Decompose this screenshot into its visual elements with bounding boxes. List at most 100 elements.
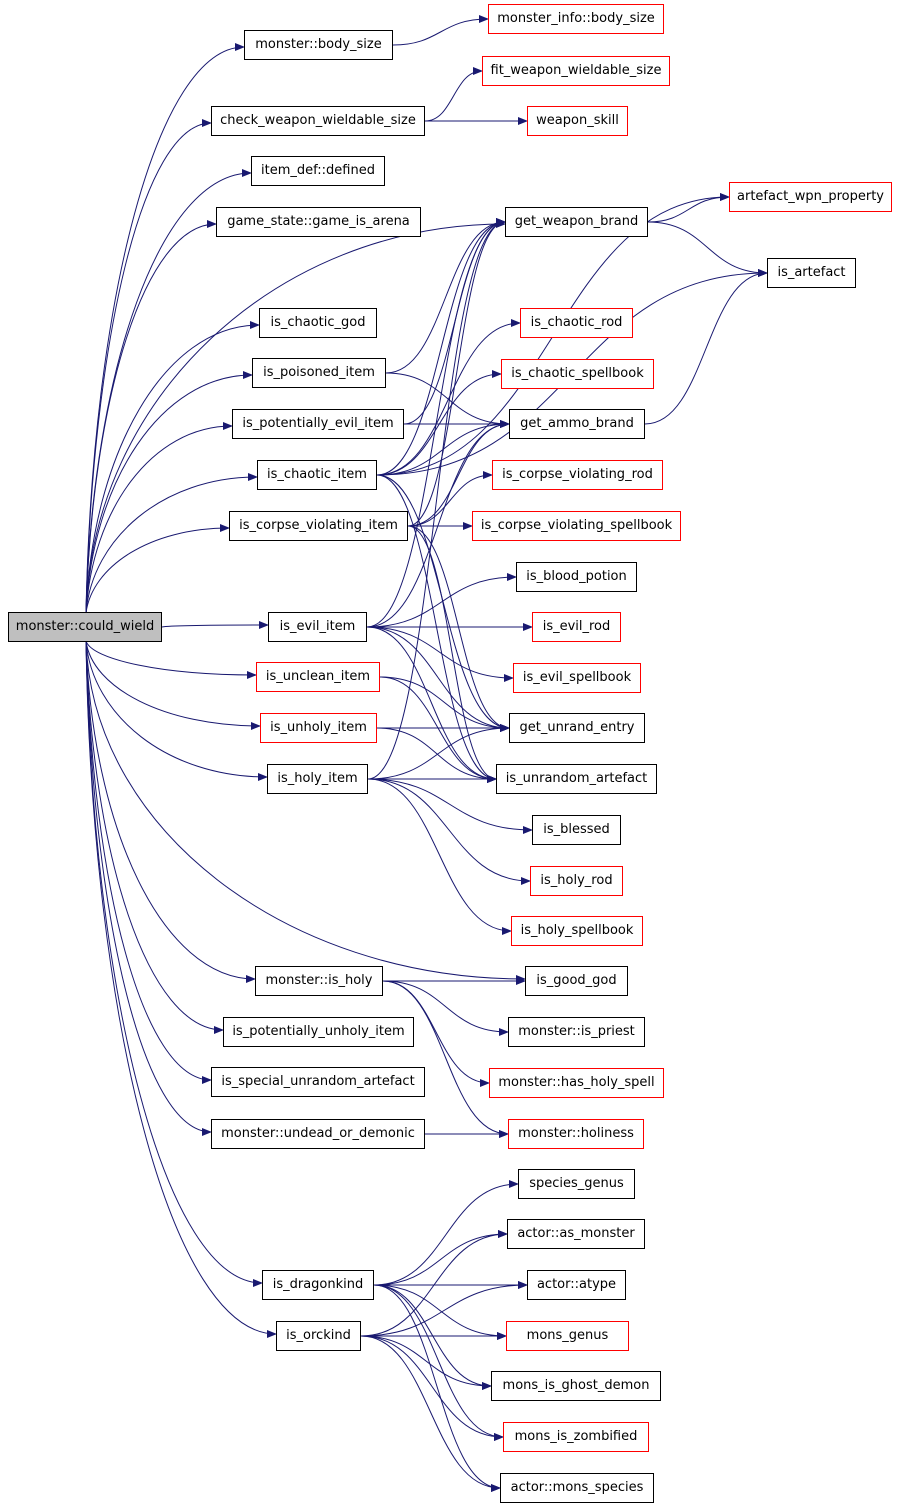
edge-root-to-is-pot-unholy <box>85 640 224 1034</box>
node-is-corpse-violating-rod[interactable]: is_corpse_violating_rod <box>492 460 663 490</box>
node-mons-genus[interactable]: mons_genus <box>506 1321 629 1351</box>
edge-is-evil-item-to-get-unrand-entry <box>366 626 510 732</box>
node-is-potentially-unholy-item[interactable]: is_potentially_unholy_item <box>223 1017 414 1047</box>
node-species-genus[interactable]: species_genus <box>518 1169 635 1199</box>
node-is-holy-spellbook[interactable]: is_holy_spellbook <box>511 916 643 946</box>
edge-is-orckind-to-actor-as-monster <box>360 1230 508 1337</box>
node-is-corpse-violating-spellbook[interactable]: is_corpse_violating_spellbook <box>472 511 681 541</box>
node-monster-has-holy-spell[interactable]: monster::has_holy_spell <box>489 1068 664 1098</box>
edge-root-to-mon-undead-demonic <box>85 640 212 1136</box>
edge-is-poisoned-item-to-get-weapon-brand <box>385 218 506 374</box>
edge-is-holy-item-to-get-weapon-brand <box>367 218 506 780</box>
node-is-chaotic-spellbook[interactable]: is_chaotic_spellbook <box>501 359 654 389</box>
edge-root-to-is-pot-evil <box>85 422 233 614</box>
node-is-chaotic-god[interactable]: is_chaotic_god <box>259 308 377 338</box>
edge-is-orckind-to-mons-ghost-demon <box>360 1335 492 1390</box>
node-weapon-skill[interactable]: weapon_skill <box>527 106 628 136</box>
edge-is-evil-item-to-is-evil-spellbook <box>366 626 514 682</box>
edge-is-holy-item-to-is-holy-spellbook <box>367 778 512 935</box>
node-actor-as-monster[interactable]: actor::as_monster <box>507 1219 645 1249</box>
edge-root-to-is-cv-item <box>85 524 230 614</box>
edge-body-size-to-mi-body-size <box>392 15 489 46</box>
node-is-blood-potion[interactable]: is_blood_potion <box>516 562 637 592</box>
edge-root-to-is-evil-item <box>161 621 269 630</box>
node-is-unholy-item[interactable]: is_unholy_item <box>260 713 377 743</box>
edge-is-poisoned-item-to-get-ammo-brand <box>385 372 510 428</box>
edge-is-dragonkind-to-actor-as-monster <box>373 1230 508 1286</box>
edge-is-dragonkind-to-mons-zombified <box>373 1284 504 1441</box>
node-get-weapon-brand[interactable]: get_weapon_brand <box>505 207 648 237</box>
node-mons-is-ghost-demon[interactable]: mons_is_ghost_demon <box>491 1371 661 1401</box>
node-monster-undead-or-demonic[interactable]: monster::undead_or_demonic <box>211 1119 425 1149</box>
edge-is-orckind-to-mons-zombified <box>360 1335 504 1441</box>
node-is-chaotic-item[interactable]: is_chaotic_item <box>257 460 377 490</box>
edge-is-orckind-to-actor-mons-species <box>360 1335 501 1492</box>
node-is-unrandom-artefact[interactable]: is_unrandom_artefact <box>496 764 657 794</box>
node-is-holy-item[interactable]: is_holy_item <box>267 764 368 794</box>
edge-mon-is-holy-to-mon-is-priest <box>382 980 509 1036</box>
node-is-blessed[interactable]: is_blessed <box>532 815 621 845</box>
edge-is-orckind-to-actor-atype <box>360 1281 528 1337</box>
node-is-potentially-evil-item[interactable]: is_potentially_evil_item <box>232 409 404 439</box>
edge-mon-is-holy-to-mon-holiness <box>382 980 509 1138</box>
node-is-unclean-item[interactable]: is_unclean_item <box>256 662 380 692</box>
edge-root-to-is-unholy-item <box>85 640 261 730</box>
edge-check-wws-to-fit-wws <box>424 67 483 122</box>
node-get-ammo-brand[interactable]: get_ammo_brand <box>509 409 645 439</box>
edge-is-chaotic-item-to-is-chaotic-rod <box>376 319 521 476</box>
node-check-weapon-wieldable-size[interactable]: check_weapon_wieldable_size <box>211 106 425 136</box>
node-is-evil-item[interactable]: is_evil_item <box>268 612 367 642</box>
edge-is-cv-item-to-get-weapon-brand <box>407 218 506 527</box>
edge-is-evil-item-to-is-blood-potion <box>366 573 517 628</box>
node-item-def-defined[interactable]: item_def::defined <box>251 156 385 186</box>
edge-is-unholy-item-to-is-unrand-art <box>376 727 497 783</box>
edge-root-to-game-arena <box>85 220 217 614</box>
edge-is-evil-item-to-is-unrand-art <box>366 626 497 783</box>
node-game-state-game-is-arena[interactable]: game_state::game_is_arena <box>216 207 421 237</box>
edge-root-to-is-chaotic-item <box>85 473 258 614</box>
edge-root-to-check-wws <box>85 119 212 614</box>
edge-root-to-is-holy-item <box>85 640 268 781</box>
node-is-special-unrandom-artefact[interactable]: is_special_unrandom_artefact <box>211 1067 425 1097</box>
edge-is-holy-item-to-is-blessed <box>367 778 533 834</box>
node-mons-is-zombified[interactable]: mons_is_zombified <box>503 1422 649 1452</box>
node-is-holy-rod[interactable]: is_holy_rod <box>530 866 623 896</box>
node-monster-body-size[interactable]: monster::body_size <box>244 30 393 60</box>
edge-is-cv-item-to-is-cv-rod <box>407 471 493 527</box>
edge-is-chaotic-item-to-get-weapon-brand <box>376 218 506 476</box>
node-is-chaotic-rod[interactable]: is_chaotic_rod <box>520 308 633 338</box>
node-actor-atype[interactable]: actor::atype <box>527 1270 626 1300</box>
edge-is-unclean-item-to-get-unrand-entry <box>379 676 510 732</box>
node-monster-info-body-size[interactable]: monster_info::body_size <box>488 4 664 34</box>
node-is-poisoned-item[interactable]: is_poisoned_item <box>252 358 386 388</box>
node-monster-is-priest[interactable]: monster::is_priest <box>508 1017 645 1047</box>
edge-root-to-is-orckind <box>85 640 277 1338</box>
edge-root-to-is-special-unrand <box>85 640 212 1084</box>
edge-is-evil-item-to-get-ammo-brand <box>366 420 510 628</box>
edge-get-weapon-brand-to-is-artefact <box>647 221 768 277</box>
node-is-dragonkind[interactable]: is_dragonkind <box>262 1270 374 1300</box>
edge-root-to-is-chaotic-god <box>85 321 260 614</box>
edge-get-ammo-brand-to-is-artefact <box>644 269 768 425</box>
edge-is-cv-item-to-is-unrand-art <box>407 525 497 783</box>
node-fit-weapon-wieldable-size[interactable]: fit_weapon_wieldable_size <box>482 56 670 86</box>
node-monster-could-wield[interactable]: monster::could_wield <box>8 612 162 642</box>
node-get-unrand-entry[interactable]: get_unrand_entry <box>509 713 645 743</box>
node-actor-mons-species[interactable]: actor::mons_species <box>500 1473 654 1503</box>
node-is-orckind[interactable]: is_orckind <box>276 1321 361 1351</box>
node-is-corpse-violating-item[interactable]: is_corpse_violating_item <box>229 511 408 541</box>
edge-is-evil-item-to-get-weapon-brand <box>366 218 506 628</box>
node-monster-holiness[interactable]: monster::holiness <box>508 1119 644 1149</box>
node-is-evil-spellbook[interactable]: is_evil_spellbook <box>513 663 641 693</box>
edge-is-dragonkind-to-species-genus <box>373 1180 519 1286</box>
node-is-good-god[interactable]: is_good_god <box>525 966 628 996</box>
edge-is-holy-item-to-get-unrand-entry <box>367 724 510 780</box>
node-is-evil-rod[interactable]: is_evil_rod <box>532 612 621 642</box>
node-is-artefact[interactable]: is_artefact <box>767 258 856 288</box>
node-monster-is-holy[interactable]: monster::is_holy <box>255 966 383 996</box>
edge-root-to-is-poisoned-item <box>85 371 253 614</box>
node-artefact-wpn-property[interactable]: artefact_wpn_property <box>729 182 892 212</box>
edge-root-to-mon-is-holy <box>85 640 256 983</box>
